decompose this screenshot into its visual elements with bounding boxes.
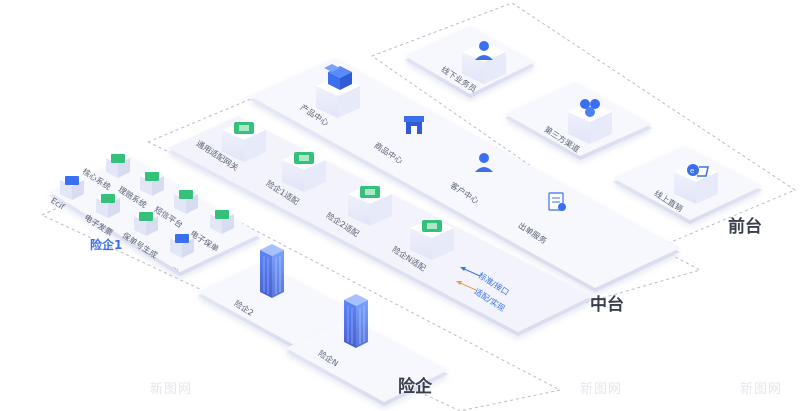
adapter-icon	[360, 186, 380, 198]
section-title-front: 前台	[728, 217, 762, 237]
watermark: 新图网	[580, 382, 623, 397]
building-icon	[260, 244, 284, 298]
adapter-icon	[422, 220, 442, 232]
section-title-insurer: 险企	[398, 377, 432, 397]
watermark: 新图网	[740, 382, 783, 397]
insurerN-platform	[286, 318, 448, 406]
middle-platform-bottom	[168, 116, 592, 336]
insurer2-platform	[198, 262, 360, 350]
svg-text:e: e	[690, 167, 694, 175]
insurer1-name: 险企1	[90, 238, 123, 252]
shopping-cart-icon: e	[687, 164, 709, 177]
policy-document-icon	[548, 192, 566, 211]
watermark: 新图网	[150, 382, 193, 397]
adapter-icon	[294, 152, 314, 164]
gateway-icon	[234, 122, 254, 134]
storefront-icon	[404, 116, 424, 134]
user-icon	[475, 41, 493, 60]
middle-platform-top	[250, 58, 680, 292]
customer-icon	[475, 153, 493, 172]
legend-adapt-arrow	[456, 281, 477, 291]
box-icon	[324, 64, 352, 90]
people-group-icon	[580, 99, 600, 117]
legend-standard-arrow	[460, 267, 481, 277]
cube-third-party	[568, 102, 612, 144]
section-title-middle: 中台	[590, 295, 624, 315]
building-icon	[344, 294, 368, 348]
insurer1-module-icons	[60, 152, 234, 258]
